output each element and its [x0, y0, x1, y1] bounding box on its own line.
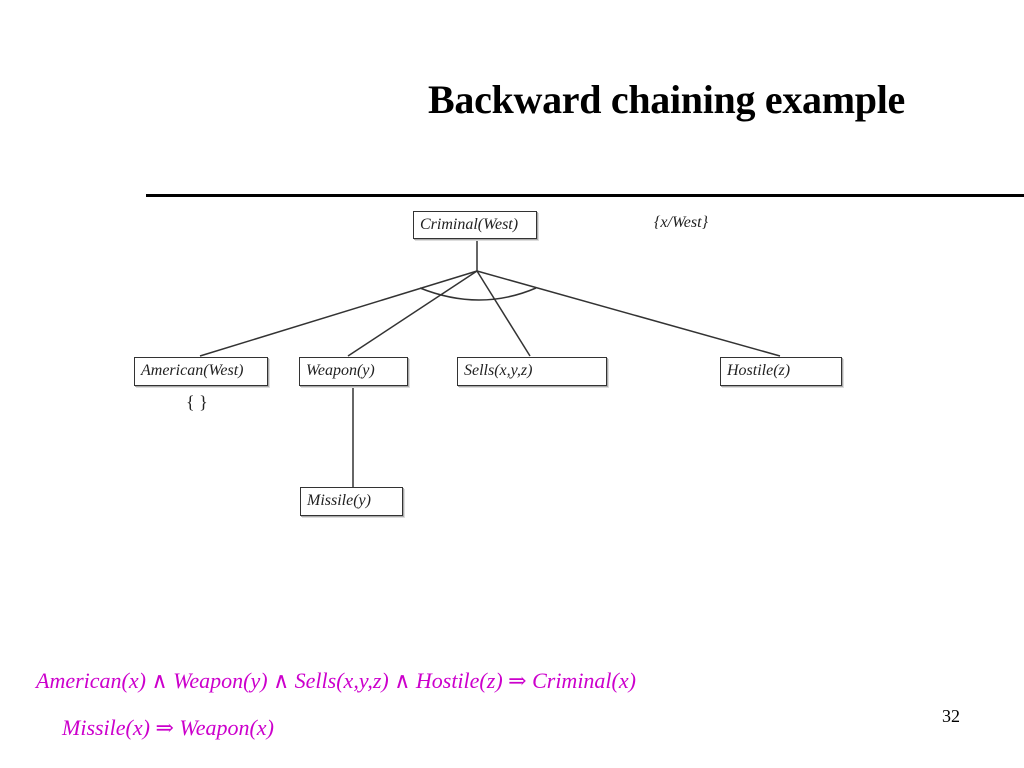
root-substitution: {x/West}: [654, 214, 708, 231]
rule-weapon: Missile(x) ⇒ Weapon(x): [62, 715, 274, 741]
node-weapon-y: Weapon(y): [299, 357, 408, 386]
conjunction-arc: [419, 287, 537, 301]
rule-term: Weapon(y): [173, 668, 268, 693]
slide-title: Backward chaining example: [428, 77, 905, 122]
rule-term: Missile(x): [62, 715, 150, 740]
node-label: Sells(x,y,z): [464, 362, 533, 379]
node-label: Criminal(West): [420, 216, 519, 233]
rule-term: Weapon(x): [179, 715, 274, 740]
node-criminal-west: Criminal(West): [413, 211, 537, 239]
node-label: Missile(y): [307, 492, 371, 509]
and-operator: ∧: [151, 668, 168, 693]
edge-root-hostile: [476, 270, 781, 357]
node-missile-y: Missile(y): [300, 487, 403, 516]
edge-root-american: [199, 270, 478, 357]
rule-term: American(x): [36, 668, 146, 693]
edge-root-sells: [476, 270, 531, 357]
node-label: American(West): [141, 362, 244, 379]
rule-criminal: American(x) ∧ Weapon(y) ∧ Sells(x,y,z) ∧…: [36, 668, 636, 694]
rule-term: Hostile(z): [415, 668, 503, 693]
american-substitution: { }: [186, 392, 208, 412]
node-label: Hostile(z): [727, 362, 791, 379]
implies-operator: ⇒: [508, 668, 527, 693]
rule-term: Sells(x,y,z): [294, 668, 389, 693]
rule-term: Criminal(x): [532, 668, 636, 693]
page-number: 32: [942, 706, 960, 726]
node-hostile-z: Hostile(z): [720, 357, 842, 386]
node-label: Weapon(y): [306, 362, 375, 379]
node-american-west: American(West): [134, 357, 268, 386]
implies-operator: ⇒: [155, 715, 174, 740]
title-underline: [146, 194, 1024, 197]
and-operator: ∧: [273, 668, 290, 693]
node-sells-xyz: Sells(x,y,z): [457, 357, 607, 386]
and-operator: ∧: [394, 668, 411, 693]
edge-root-weapon: [347, 270, 478, 357]
